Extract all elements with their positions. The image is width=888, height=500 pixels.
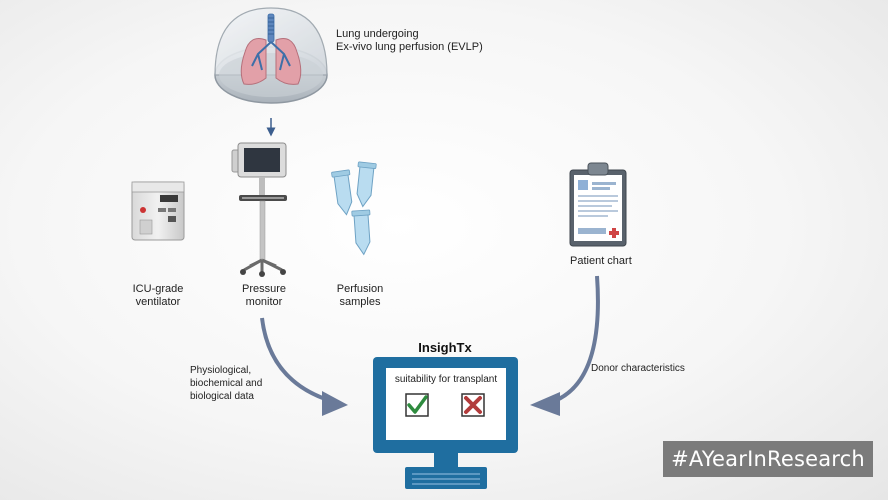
insightx-computer-icon xyxy=(373,357,518,489)
donor-characteristics-label: Donor characteristics xyxy=(591,363,685,374)
screen-suitability-text: suitability for transplant xyxy=(394,374,498,385)
lung-caption-line1: Lung undergoing xyxy=(336,28,419,40)
ventilator-label-line2: ventilator xyxy=(135,296,181,308)
physiological-data-line1: Physiological, xyxy=(190,365,252,376)
check-icon xyxy=(405,393,429,417)
ventilator-label-line1: ICU-grade xyxy=(132,283,184,295)
ventilator-label: ICU-grade ventilator xyxy=(118,283,198,309)
perfusion-samples-label-line1: Perfusion xyxy=(336,283,384,295)
sample-tubes-icon xyxy=(331,161,377,256)
pressure-monitor-label-line2: monitor xyxy=(245,296,283,308)
pressure-monitor-label: Pressure monitor xyxy=(226,283,302,309)
lung-evlp-illustration xyxy=(214,7,328,104)
physiological-data-line3: biological data xyxy=(190,391,254,402)
lung-caption-line2: Ex-vivo lung perfusion (EVLP) xyxy=(336,41,483,53)
physiological-data-line2: biochemical and xyxy=(190,378,263,389)
physiological-data-label: Physiological, biochemical and biologica… xyxy=(190,364,262,403)
perfusion-samples-label: Perfusion samples xyxy=(322,283,398,309)
x-icon xyxy=(461,393,485,417)
pressure-monitor-label-line1: Pressure xyxy=(241,283,287,295)
perfusion-samples-label-line2: samples xyxy=(339,296,381,308)
pressure-monitor-icon xyxy=(231,142,287,277)
patient-chart-icon xyxy=(569,162,627,247)
left-input-arrow-icon xyxy=(260,317,339,405)
right-input-arrow-icon xyxy=(544,275,600,406)
hashtag-banner: #AYearInResearch xyxy=(663,441,873,477)
insightx-title: InsighTx xyxy=(418,340,472,355)
patient-chart-label: Patient chart xyxy=(570,255,632,267)
ventilator-icon xyxy=(131,181,185,241)
lung-caption: Lung undergoing Ex-vivo lung perfusion (… xyxy=(336,28,483,54)
